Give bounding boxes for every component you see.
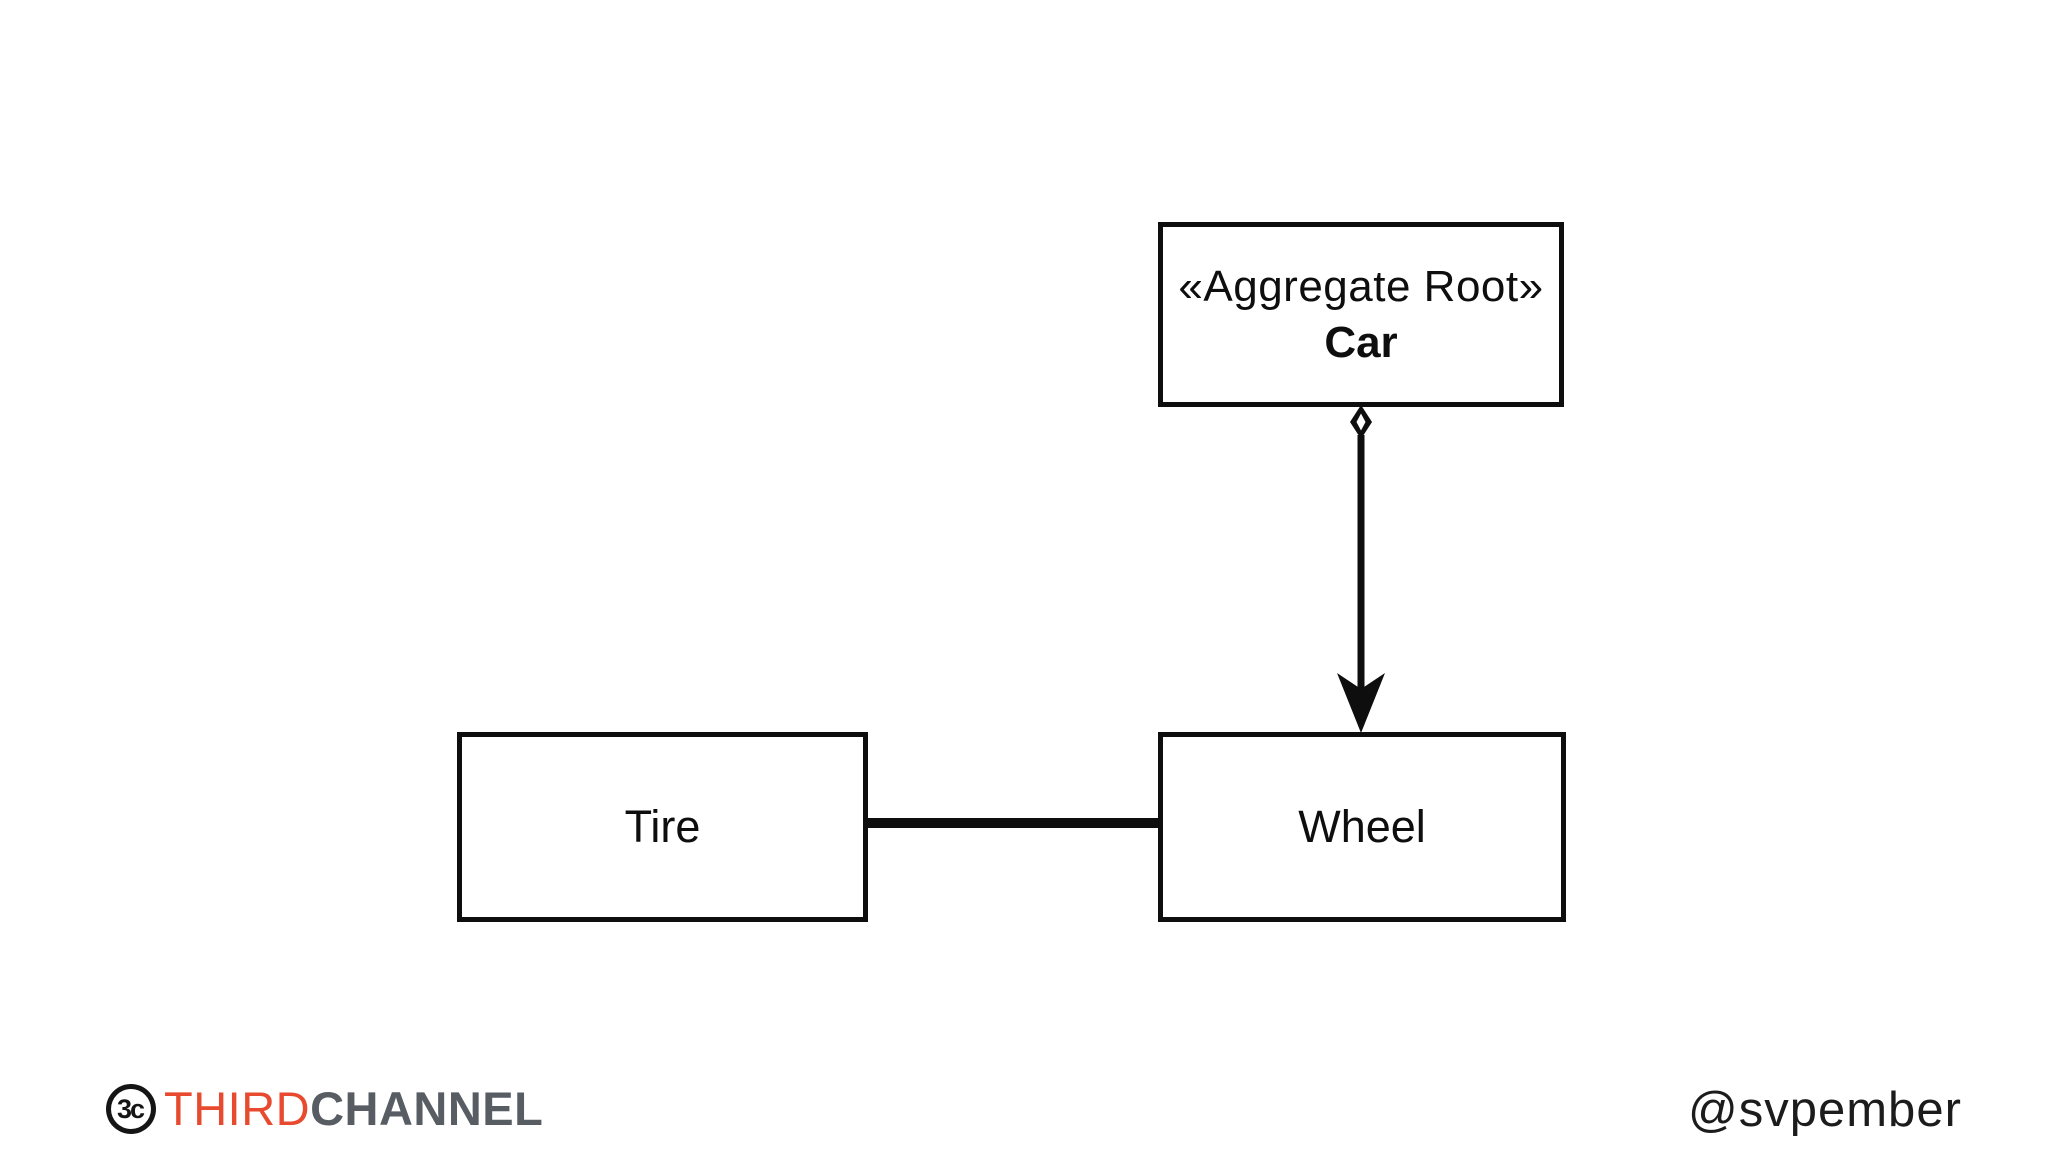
aggregation-diamond-hole	[1356, 413, 1366, 431]
thirdchannel-3c-icon: 3c	[106, 1084, 156, 1134]
author-handle: @svpember	[1688, 1083, 1962, 1137]
aggregation-edge	[1337, 405, 1385, 733]
uml-class-car: «Aggregate Root» Car	[1158, 222, 1564, 407]
uml-class-wheel: Wheel	[1158, 732, 1566, 922]
car-name-label: Car	[1324, 317, 1398, 367]
aggregation-line	[1357, 435, 1365, 693]
wheel-name-label: Wheel	[1298, 801, 1426, 852]
tire-name-label: Tire	[624, 801, 701, 852]
thirdchannel-3c-monogram: 3c	[111, 1089, 151, 1129]
brand-first-label: THIRD	[164, 1082, 311, 1135]
uml-class-tire: Tire	[457, 732, 868, 922]
car-stereotype-label: «Aggregate Root»	[1178, 261, 1544, 311]
arrowhead-icon	[1337, 673, 1385, 733]
association-line	[866, 818, 1160, 828]
brand-second-label: CHANNEL	[310, 1082, 544, 1135]
